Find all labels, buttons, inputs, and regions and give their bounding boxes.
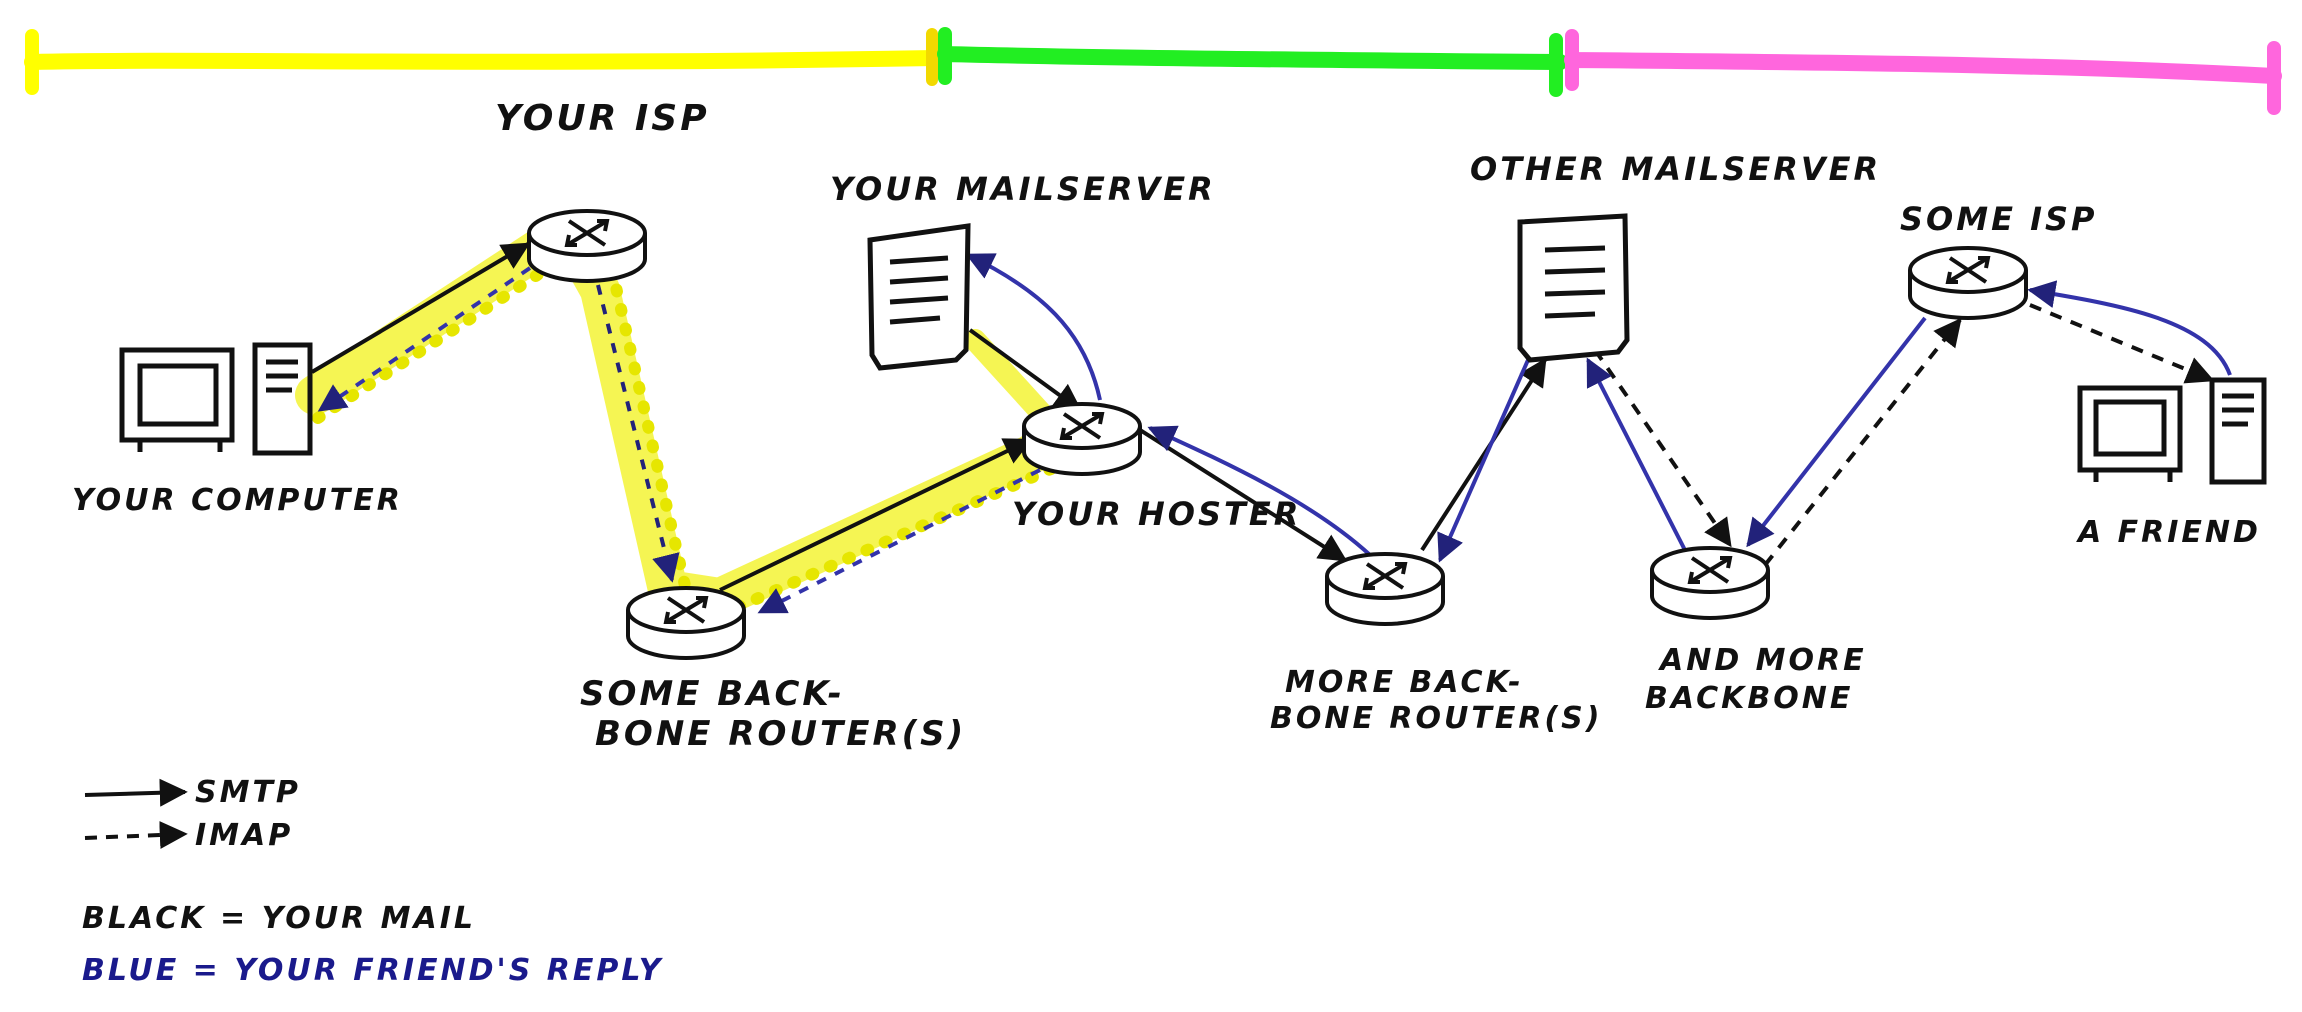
your-isp-label: YOUR ISP: [495, 98, 710, 139]
backbone-3-label-line1: AND MORE: [1658, 643, 1867, 678]
a-friend-node: A FRIEND: [2076, 377, 2267, 550]
backbone-2-node: MORE BACK- BONE ROUTER(S): [1270, 552, 1602, 736]
legend-imap: IMAP: [84, 818, 293, 853]
legend: SMTP IMAP BLACK = YOUR MAIL BLUE = YOUR …: [82, 775, 664, 988]
your-mailserver-node: YOUR MAILSERVER: [830, 170, 1216, 371]
segment-bar-yellow: [24, 28, 943, 95]
backbone-2-label-line2: BONE ROUTER(S): [1270, 701, 1602, 736]
backbone-1-label-line1: SOME BACK-: [580, 674, 845, 714]
your-computer-node: YOUR COMPUTER: [72, 342, 403, 518]
a-friend-label: A FRIEND: [2076, 515, 2261, 550]
legend-smtp: SMTP: [84, 775, 301, 810]
black-mail-route: [310, 242, 2215, 592]
your-computer-label: YOUR COMPUTER: [72, 483, 403, 518]
computer-icon: [2077, 377, 2267, 485]
legend-blue-meaning: BLUE = YOUR FRIEND'S REPLY: [82, 953, 664, 988]
router-icon: [527, 209, 647, 283]
router-icon: [1908, 246, 2028, 320]
other-mailserver-node: OTHER MAILSERVER: [1470, 150, 1881, 363]
your-isp-node: YOUR ISP: [495, 98, 710, 283]
router-icon: [1325, 552, 1445, 626]
router-icon: [1650, 546, 1770, 620]
segment-bar-pink: [1564, 29, 2282, 115]
legend-smtp-label: SMTP: [195, 775, 301, 810]
backbone-3-node: AND MORE BACKBONE: [1645, 546, 1867, 716]
your-hoster-node: YOUR HOSTER: [1012, 402, 1301, 533]
router-icon: [626, 586, 746, 660]
backbone-1-node: SOME BACK- BONE ROUTER(S): [580, 586, 966, 754]
legend-black-meaning: BLACK = YOUR MAIL: [82, 901, 476, 936]
some-isp-label: SOME ISP: [1900, 200, 2098, 238]
computer-icon: [119, 342, 313, 456]
your-hoster-label: YOUR HOSTER: [1012, 495, 1301, 533]
blue-reply-route: [317, 253, 2232, 614]
some-isp-node: SOME ISP: [1900, 200, 2098, 320]
router-icon: [1022, 402, 1142, 476]
backbone-3-label-line2: BACKBONE: [1645, 681, 1853, 716]
server-document-icon: [867, 223, 971, 371]
backbone-1-label-line2: BONE ROUTER(S): [595, 714, 966, 754]
backbone-2-label-line1: MORE BACK-: [1285, 665, 1524, 700]
legend-imap-label: IMAP: [195, 818, 293, 853]
your-mailserver-label: YOUR MAILSERVER: [830, 170, 1216, 208]
other-mailserver-label: OTHER MAILSERVER: [1470, 150, 1881, 188]
server-document-icon: [1517, 213, 1630, 363]
segment-bar-green: [937, 27, 1568, 97]
